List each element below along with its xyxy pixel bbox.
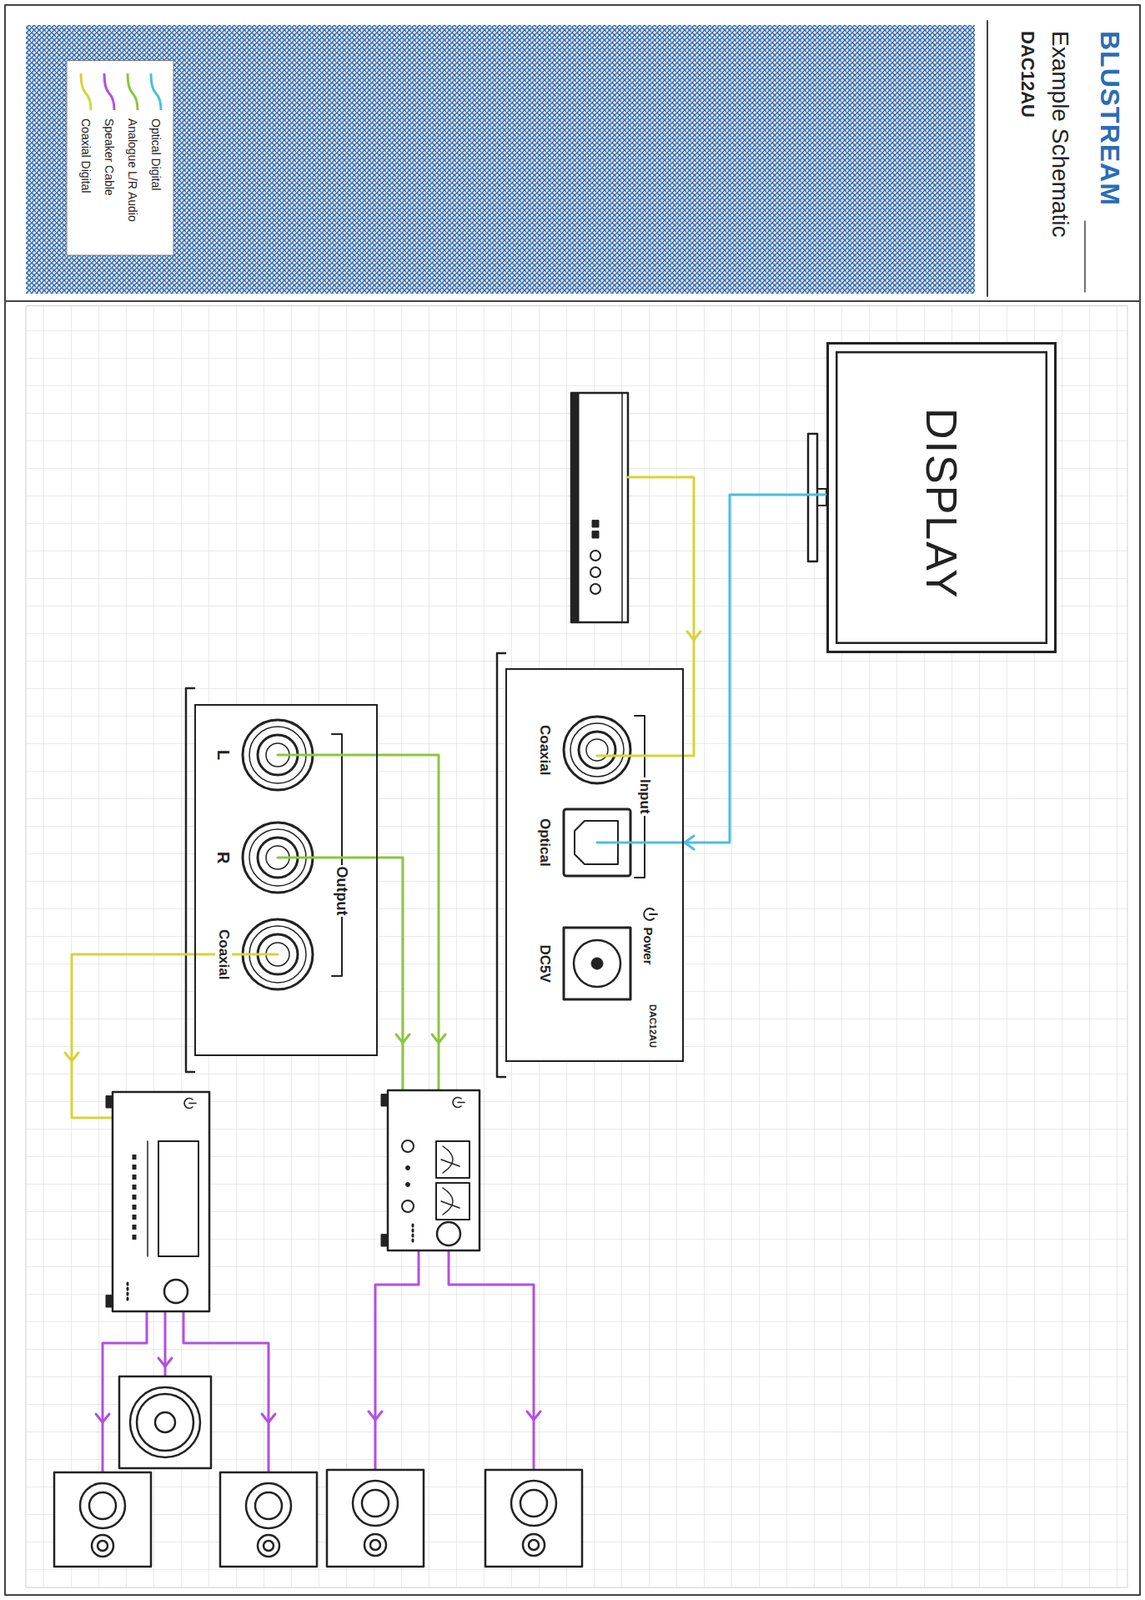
port-label: R bbox=[214, 849, 234, 865]
brand-logo: BLUSTREAM bbox=[1094, 30, 1125, 206]
legend-text: Analogue L/R Audio bbox=[125, 118, 140, 222]
arrow-head bbox=[684, 835, 694, 849]
legend-swatch bbox=[104, 73, 115, 111]
signal-connector bbox=[683, 494, 827, 849]
dac-input-unit: Input CoaxialOpticalPower DC5V DAC12AU bbox=[505, 667, 684, 1062]
port-group-label: Input bbox=[636, 777, 653, 816]
port-label: Coaxial bbox=[215, 927, 232, 981]
legend-swatch bbox=[150, 73, 161, 111]
display-label: DISPLAY bbox=[915, 406, 966, 602]
legend-text: Optical Digital bbox=[149, 118, 163, 191]
model-label: DAC12AU bbox=[647, 1002, 659, 1050]
port-label: Optical bbox=[536, 816, 553, 869]
port-group-label: Output bbox=[333, 864, 352, 918]
legend-swatch bbox=[127, 73, 138, 111]
port-label: Coaxial bbox=[536, 723, 553, 777]
legend-text: Coaxial Digital bbox=[79, 118, 93, 193]
port-label: DC5V bbox=[536, 943, 553, 985]
dac-output-unit: Output L R Coaxial bbox=[194, 703, 378, 1056]
legend-text: Speaker Cable bbox=[102, 118, 116, 196]
legend-swatch bbox=[80, 73, 91, 111]
title: Example Schematic bbox=[1046, 30, 1074, 237]
connector-line bbox=[683, 494, 827, 843]
power-label: Power bbox=[641, 925, 656, 967]
model-number: DAC12AU bbox=[1017, 30, 1039, 118]
display-screen: DISPLAY bbox=[826, 341, 1057, 653]
port-label: L bbox=[214, 748, 234, 762]
